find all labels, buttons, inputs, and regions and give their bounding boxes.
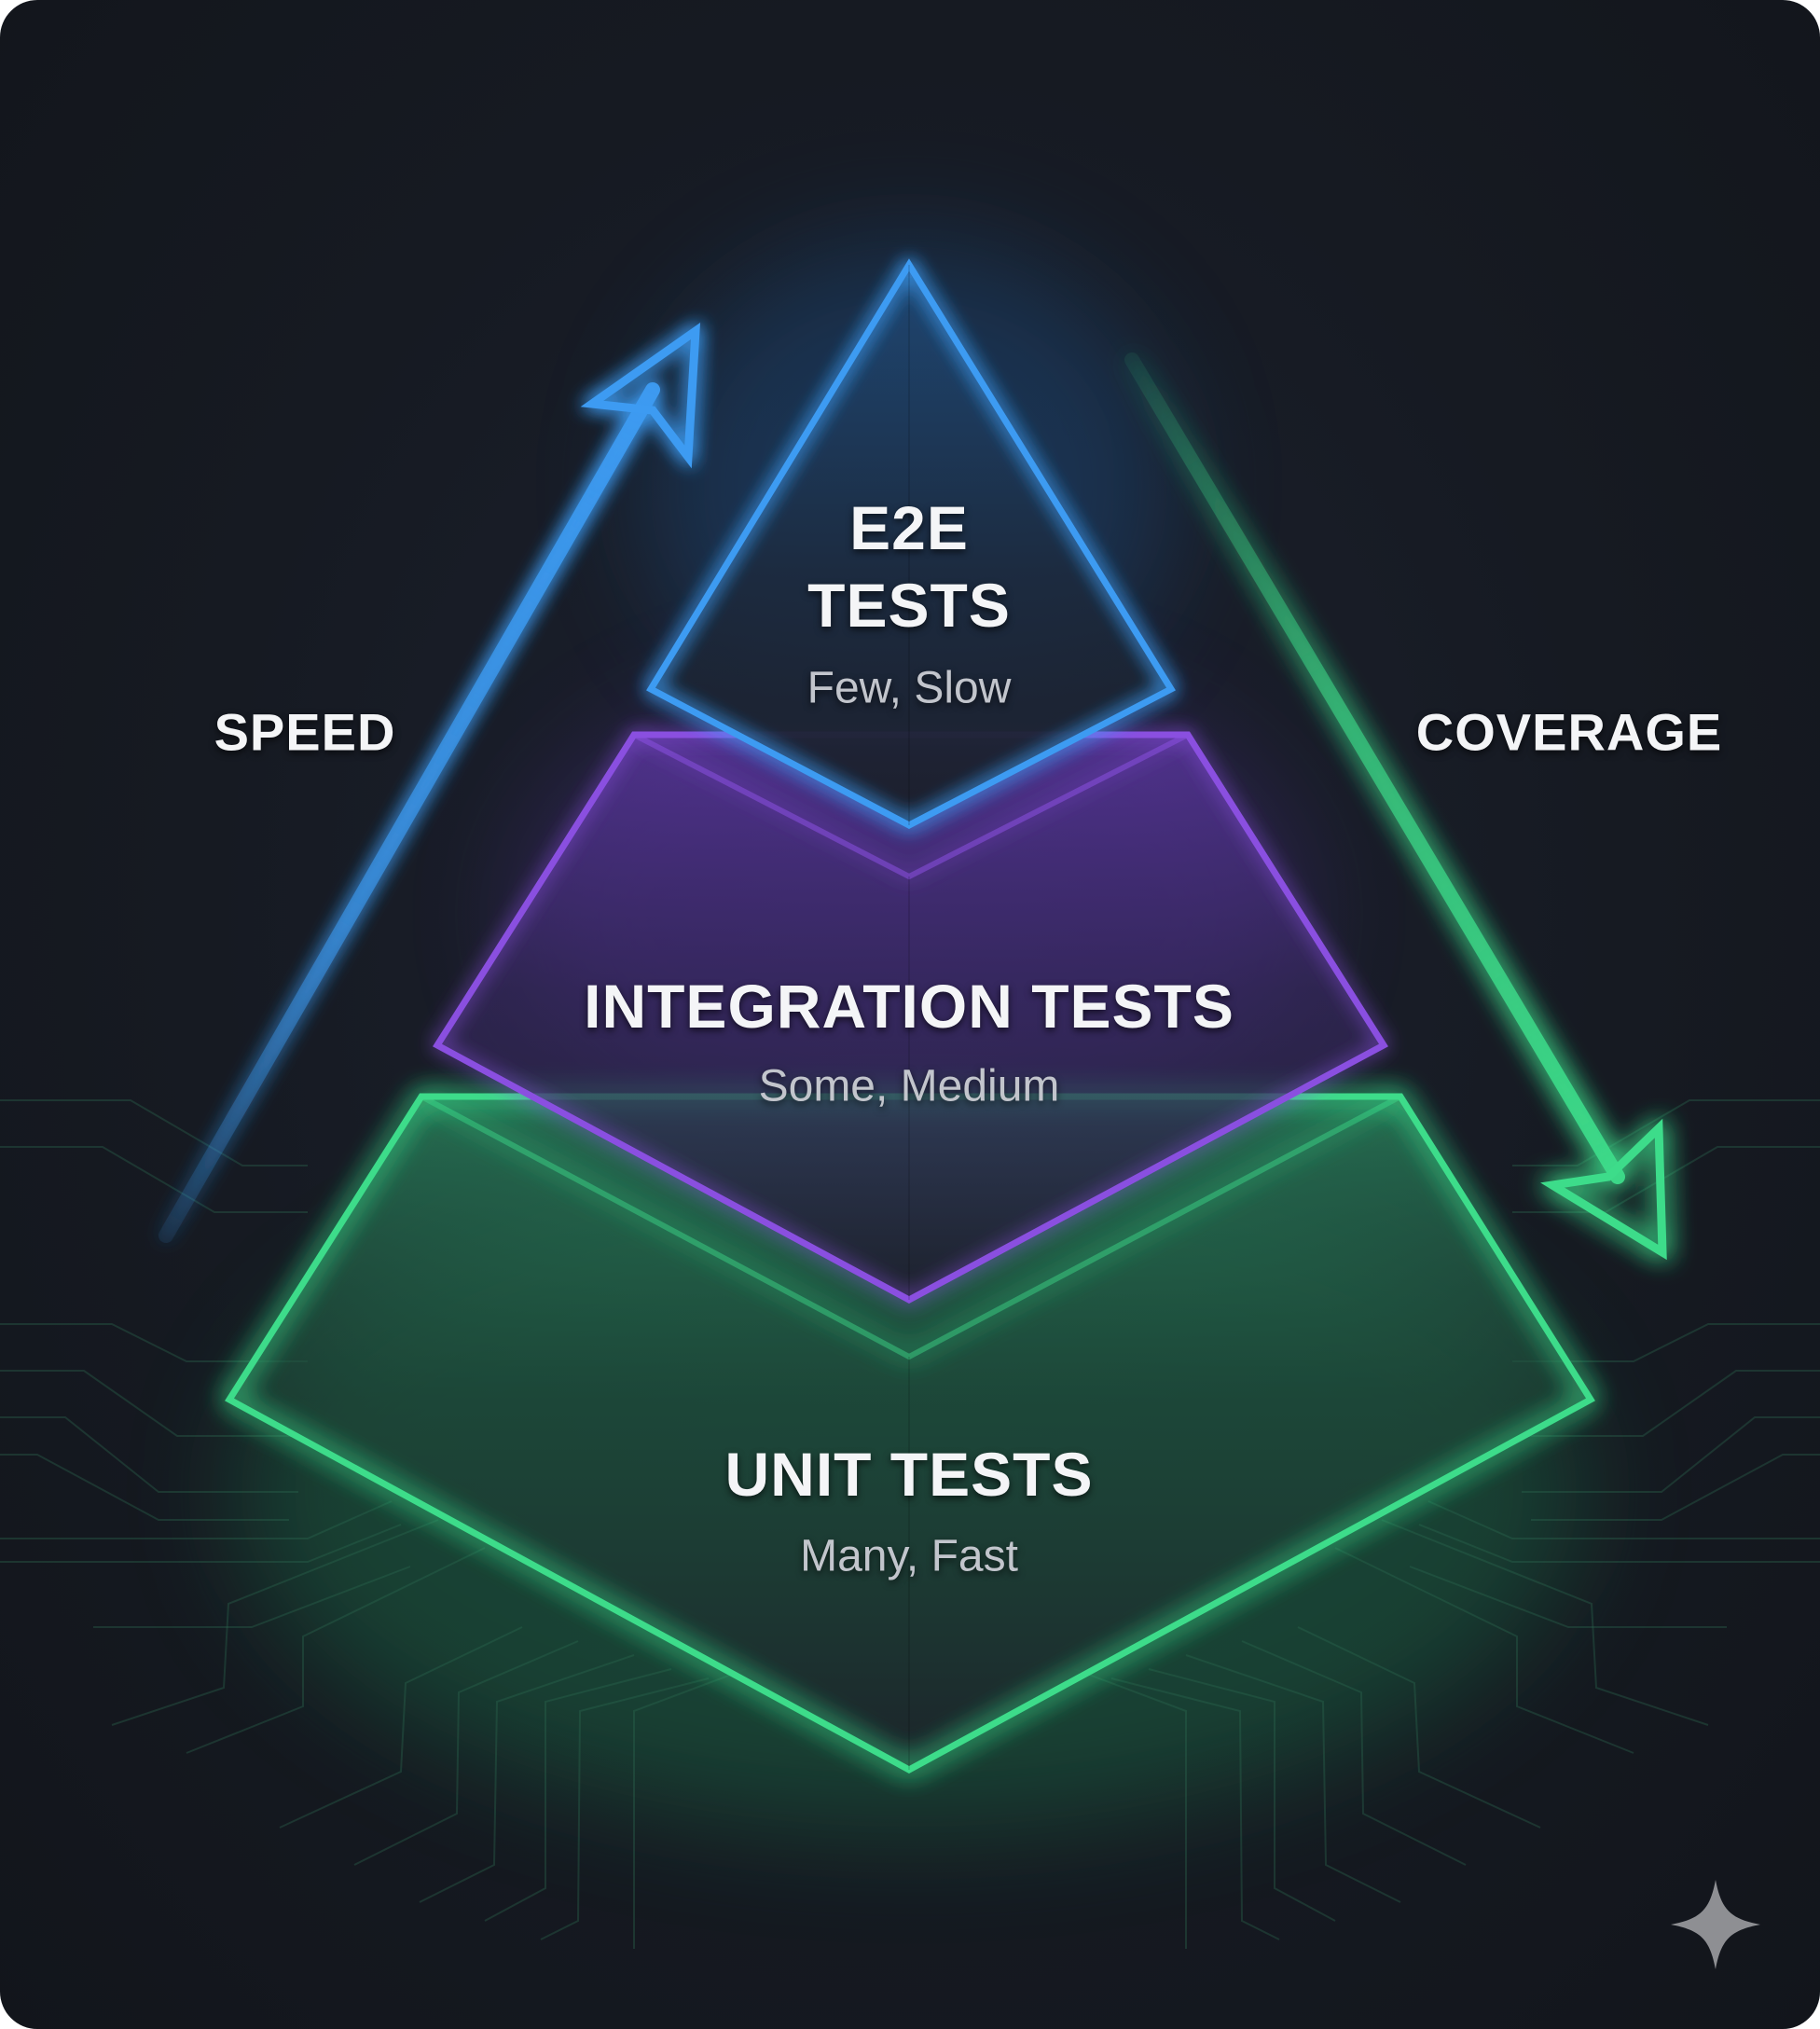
- unit-title: UNIT TESTS: [724, 1440, 1094, 1509]
- sparkle-icon: [1671, 1880, 1760, 1969]
- coverage-label: COVERAGE: [1415, 702, 1723, 762]
- circuit-traces: [0, 1099, 1820, 1949]
- integration-subtitle: Some, Medium: [758, 1061, 1060, 1111]
- coverage-arrow-icon: [1124, 352, 1667, 1261]
- integration-title: INTEGRATION TESTS: [584, 972, 1234, 1041]
- unit-subtitle: Many, Fast: [800, 1531, 1018, 1581]
- speed-label: SPEED: [214, 702, 396, 762]
- e2e-title-line2: TESTS: [807, 571, 1011, 640]
- speed-arrow-icon: [159, 322, 701, 1243]
- e2e-subtitle: Few, Slow: [807, 663, 1012, 713]
- integration-tests-layer: [433, 731, 1388, 1304]
- e2e-title-line1: E2E: [849, 493, 969, 562]
- e2e-tests-layer: [646, 258, 1176, 829]
